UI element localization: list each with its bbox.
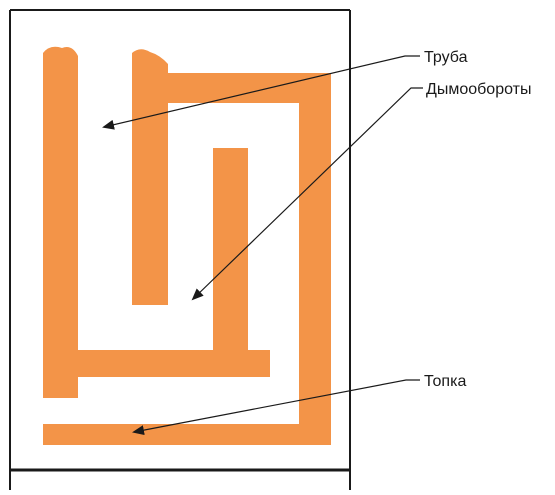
left-outer-channel (43, 46, 78, 399)
right-outer-channel (299, 73, 331, 445)
pipe-leader-arrow (102, 55, 420, 130)
firebox-channel (43, 424, 331, 445)
inner-left-channel (132, 49, 168, 305)
upper-horizontal-channel (132, 73, 330, 103)
pipe-label: Труба (424, 49, 468, 66)
firebox-leader-arrow (132, 379, 420, 436)
smoke-turns-label: Дымообороты (426, 81, 531, 98)
firebox-label: Топка (424, 373, 466, 390)
smoke-turns-leader-arrow (191, 87, 423, 301)
